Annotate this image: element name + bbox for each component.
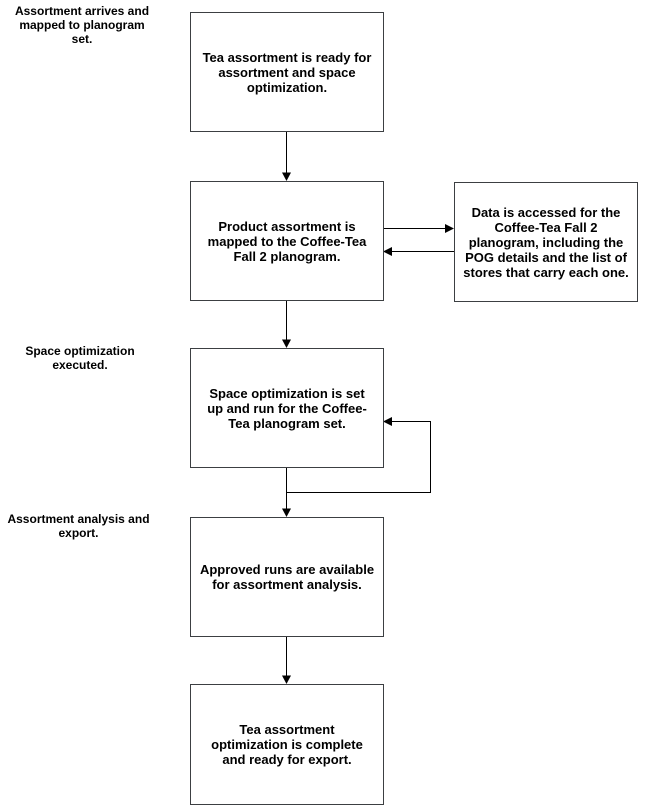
flow-box-optimization-complete: Tea assortment optimization is complete … xyxy=(190,684,384,805)
phase-label-assortment-arrives: Assortment arrives and mapped to planogr… xyxy=(14,4,150,46)
flow-box-approved-runs: Approved runs are available for assortme… xyxy=(190,517,384,637)
arrow-box4-to-box5 xyxy=(282,637,291,684)
arrow-box2-to-databox xyxy=(383,224,454,233)
arrowhead-left-icon xyxy=(383,417,392,426)
arrow-box1-to-box2 xyxy=(282,132,291,181)
arrowhead-right-icon xyxy=(445,224,454,233)
arrowhead-down-icon xyxy=(282,675,291,684)
arrowhead-down-icon xyxy=(282,508,291,517)
arrow-box3-to-box4 xyxy=(282,468,291,517)
arrow-box3-self-loop xyxy=(286,417,431,493)
arrowhead-left-icon xyxy=(383,247,392,256)
phase-label-space-optimization: Space optimization executed. xyxy=(25,344,135,372)
phase-label-analysis-export: Assortment analysis and export. xyxy=(7,512,150,540)
arrowhead-down-icon xyxy=(282,172,291,181)
flow-box-space-optimization-run: Space optimization is set up and run for… xyxy=(190,348,384,468)
arrow-databox-to-box2 xyxy=(383,247,454,256)
flow-box-tea-assortment-ready: Tea assortment is ready for assortment a… xyxy=(190,12,384,132)
flow-box-data-accessed: Data is accessed for the Coffee-Tea Fall… xyxy=(454,182,638,302)
arrow-box2-to-box3 xyxy=(282,301,291,348)
arrowhead-down-icon xyxy=(282,339,291,348)
flow-box-product-assortment-mapped: Product assortment is mapped to the Coff… xyxy=(190,181,384,301)
